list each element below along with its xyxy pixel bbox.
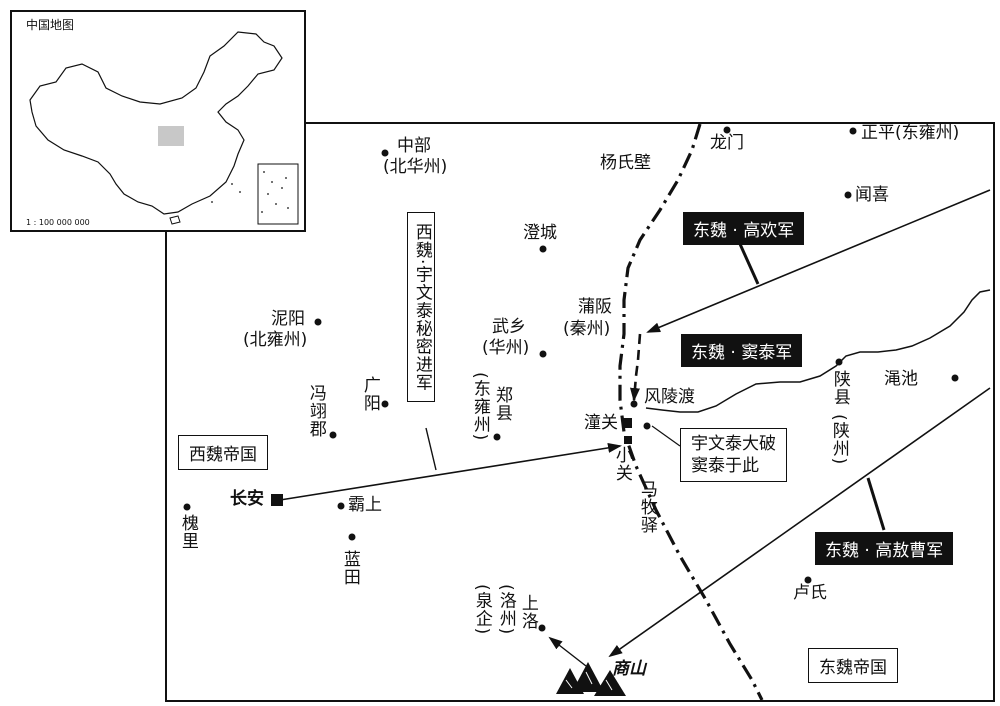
eastern-wei-box: 东魏帝国 [808, 648, 898, 683]
marker-changan [271, 494, 283, 506]
label-huaili: 槐里 [177, 514, 198, 550]
marker-mianchi [951, 374, 959, 382]
label-zhongbu-alt: (北华州) [383, 157, 448, 177]
label-shangluo-alt: (洛州) [495, 584, 516, 636]
label-fenglingdu: 风陵渡 [644, 387, 695, 407]
marker-zhongbu [381, 149, 389, 157]
china-outline-map [29, 31, 299, 225]
marker-longmen [723, 126, 731, 134]
south-china-sea-box [257, 163, 299, 225]
label-xiaoguan: 小关 [611, 446, 632, 482]
hainan-island [169, 215, 181, 225]
gao-aocao-box: 东魏 · 高敖曹军 [815, 532, 954, 565]
marker-xiaoguan [624, 436, 632, 444]
marker-chengcheng [539, 245, 547, 253]
label-chengcheng: 澄城 [523, 223, 557, 243]
label-lushi: 卢氏 [793, 583, 827, 603]
marker-tongguan [622, 418, 632, 428]
marker-shanxian [835, 358, 843, 366]
victory-pointer [651, 425, 681, 447]
label-guangyang: 广阳 [359, 376, 380, 412]
victory-box: 宇文泰大破 窦泰于此 [680, 428, 787, 483]
label-niyang-alt: (北雍州) [243, 330, 308, 350]
western-wei-box: 西魏帝国 [178, 435, 268, 470]
label-lantian: 蓝田 [339, 550, 360, 586]
inset-scale: 1 : 100 000 000 [26, 218, 90, 227]
label-zhengxian: 郑县 [491, 386, 512, 422]
label-puban: 蒲阪 [578, 297, 612, 317]
marker-fenglingdu [630, 400, 638, 408]
gao-huan-arrow [646, 189, 991, 333]
marker-fengyi [329, 431, 337, 439]
marker-mamuyi [643, 422, 651, 430]
label-niyang: 泥阳 [271, 309, 305, 329]
marker-lantian [348, 533, 356, 541]
dou-tai-box: 东魏 · 窦泰军 [681, 334, 803, 367]
china-outline [29, 31, 283, 215]
label-yangshibi: 杨氏壁 [600, 153, 651, 173]
marker-wenxi [844, 191, 852, 199]
marker-shangluo [538, 624, 546, 632]
label-shangluo: 上洛 [517, 594, 538, 630]
marker-zhengping [849, 127, 857, 135]
label-bashang: 霸上 [348, 495, 382, 515]
label-shanxian-alt: (陕州) [828, 414, 849, 466]
label-fengyi: 冯翊郡 [305, 384, 326, 438]
label-wenxi: 闻喜 [855, 185, 889, 205]
gao-huan-box: 东魏 · 高欢军 [683, 212, 805, 245]
yuwen-march-box: 西魏·宇文泰秘密进军 [407, 212, 435, 403]
shangluo-arrow [548, 636, 587, 667]
gao-huan-pointer [738, 243, 760, 285]
dou-tai-arrow [630, 333, 642, 402]
label-puban-alt: (秦州) [563, 319, 611, 339]
label-zhengping: 正平(东雍州) [861, 123, 960, 143]
label-tongguan: 潼关 [584, 413, 618, 433]
yuwen-pointer [425, 427, 437, 471]
label-shangshan: 商山 [612, 659, 646, 679]
inset-title: 中国地图 [26, 18, 75, 32]
label-changan: 长安 [230, 489, 264, 509]
label-zhongbu: 中部 [397, 136, 431, 156]
islands-dots [211, 171, 289, 213]
label-shangluo-alt2: (泉企) [471, 584, 492, 636]
label-wuxiang: 武乡 [492, 317, 526, 337]
study-area-highlight [158, 126, 184, 146]
victory-line-1: 宇文泰大破 [691, 434, 776, 454]
marker-huaili [183, 503, 191, 511]
marker-guangyang [381, 400, 389, 408]
marker-lushi [804, 576, 812, 584]
gao-aocao-pointer [866, 477, 886, 531]
label-zhengxian-alt: (东雍州) [469, 372, 490, 442]
victory-line-2: 窦泰于此 [691, 456, 759, 477]
marker-bashang [337, 502, 345, 510]
china-inset-map: 中国地图 1 : 100 000 000 [10, 10, 306, 232]
label-mamuyi: 马牧驿 [636, 480, 657, 534]
label-wuxiang-alt: (华州) [482, 338, 530, 358]
yuwen-march-arrow [279, 442, 622, 501]
label-shanxian: 陕县 [829, 370, 850, 406]
label-longmen: 龙门 [710, 133, 744, 153]
marker-wuxiang [539, 350, 547, 358]
label-mianchi: 渑池 [884, 369, 918, 389]
marker-zhengxian [493, 433, 501, 441]
marker-niyang [314, 318, 322, 326]
gao-aocao-arrow [608, 387, 991, 658]
